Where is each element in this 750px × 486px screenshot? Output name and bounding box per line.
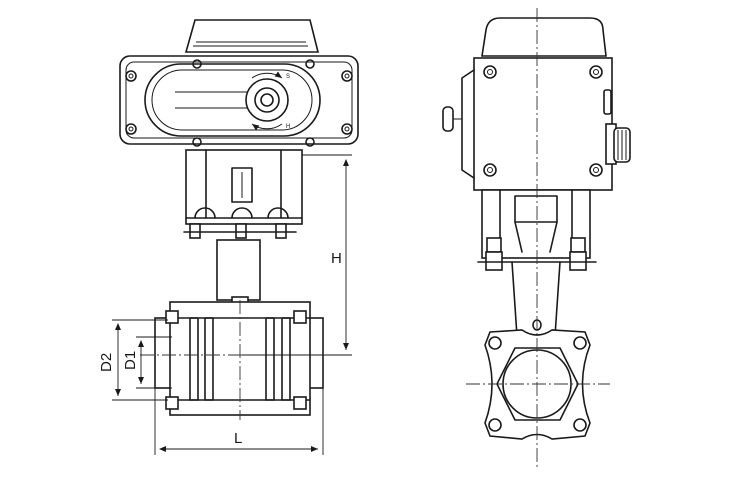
dimension-label-d1: D1 bbox=[122, 351, 139, 370]
actuator-top-cover bbox=[184, 19, 320, 53]
actuator-corner-bolts bbox=[125, 59, 353, 147]
side-actuator-body bbox=[473, 57, 613, 191]
dimension-d1: D1 bbox=[122, 336, 172, 389]
position-indicator-knob[interactable] bbox=[245, 78, 289, 122]
valve-body bbox=[154, 301, 324, 416]
dimension-l: L bbox=[154, 388, 324, 455]
dimension-h: H bbox=[242, 154, 352, 356]
side-valve-neck bbox=[511, 261, 518, 337]
cable-gland bbox=[605, 123, 631, 165]
dimension-label-l: L bbox=[234, 430, 242, 447]
dimension-label-h: H bbox=[331, 250, 342, 267]
rotation-mark-top: S bbox=[286, 74, 290, 80]
actuator-body bbox=[119, 55, 359, 145]
dimension-d2: D2 bbox=[98, 319, 168, 401]
indicator-panel bbox=[144, 63, 321, 137]
dimension-label-d2: D2 bbox=[98, 353, 115, 372]
rotation-mark-bottom: H bbox=[286, 124, 290, 130]
front-view: S H bbox=[98, 19, 359, 455]
mounting-bracket bbox=[185, 149, 303, 225]
side-view bbox=[442, 8, 631, 470]
valve-stem bbox=[216, 239, 261, 301]
side-corner-bolts bbox=[483, 65, 603, 177]
side-actuator-cover bbox=[481, 17, 607, 57]
valve-end-view bbox=[484, 329, 591, 440]
